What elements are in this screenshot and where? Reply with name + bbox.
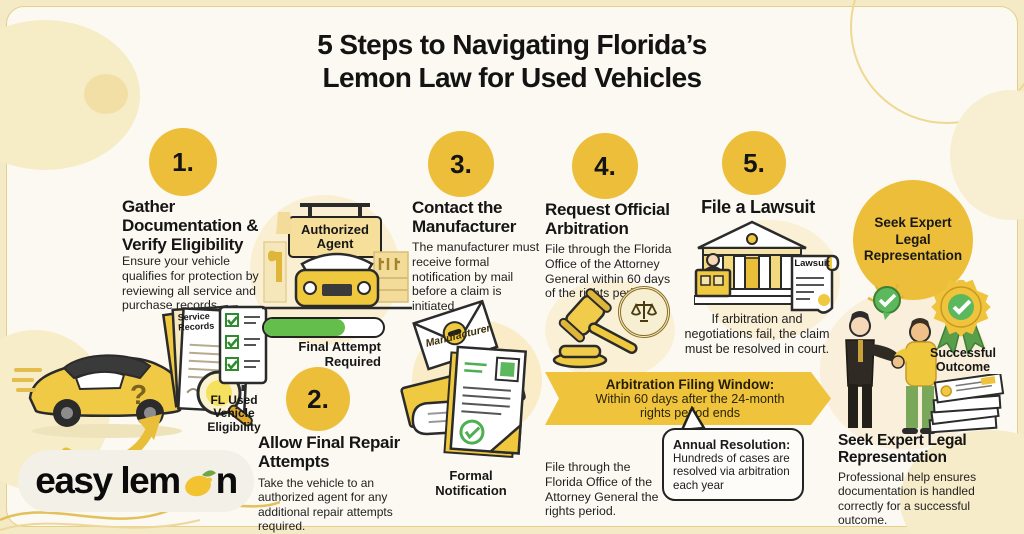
banner-title: Arbitration Filing Window: bbox=[605, 376, 775, 392]
step-2-number-label: 2. bbox=[307, 383, 329, 414]
svg-text:?: ? bbox=[130, 379, 147, 410]
arbitration-seal-icon bbox=[618, 286, 670, 338]
title-line-1: 5 Steps to Navigating Florida’s bbox=[317, 29, 707, 60]
final-attempt-progress-bar bbox=[262, 317, 385, 338]
step-5-heading: File a Lawsuit bbox=[701, 197, 815, 217]
eligibility-checklist-icon bbox=[218, 305, 268, 391]
step-1-body: Ensure your vehicle qualifies for protec… bbox=[122, 254, 259, 313]
step-3-heading: Contact the Manufacturer bbox=[412, 198, 517, 237]
step-4-number: 4. bbox=[572, 133, 638, 199]
progress-fill bbox=[264, 319, 345, 336]
step-2-body: Take the vehicle to an authorized agent … bbox=[258, 476, 393, 534]
easy-lemon-logo: easy lem n bbox=[18, 450, 254, 512]
gavel-icon bbox=[552, 288, 638, 369]
authorized-agent-sign: Authorized Agent bbox=[288, 216, 382, 258]
seek-expert-circle: Seek Expert Legal Representation bbox=[853, 180, 973, 300]
step-3-number-label: 3. bbox=[450, 148, 472, 179]
step-5-body: If arbitration and negotiations fail, th… bbox=[684, 312, 830, 357]
scales-icon bbox=[630, 301, 658, 322]
courthouse-icon bbox=[694, 220, 812, 305]
expert-heading: Seek Expert Legal Representation bbox=[838, 432, 967, 467]
sign-posts bbox=[300, 203, 370, 219]
step-1-heading: Gather Documentation & Verify Eligibilit… bbox=[122, 197, 259, 255]
expert-body: Professional help ensures documentation … bbox=[838, 470, 977, 528]
step-3-body: The manufacturer must receive formal not… bbox=[412, 240, 540, 313]
step-5-number: 5. bbox=[722, 131, 786, 195]
step-3-number: 3. bbox=[428, 131, 494, 197]
lawsuit-label: Lawsuit bbox=[794, 258, 830, 269]
handshake-icon bbox=[845, 284, 937, 434]
arbitration-filing-window-banner: Arbitration Filing Window: Within 60 day… bbox=[545, 372, 831, 425]
bubble-body: Hundreds of cases are resolved via arbit… bbox=[673, 452, 790, 492]
logo-text-right: n bbox=[215, 460, 239, 501]
lemon-icon bbox=[184, 470, 216, 497]
bubble-title: Annual Resolution: bbox=[673, 437, 791, 452]
final-attempt-required-label: Final Attempt Required bbox=[298, 339, 381, 369]
garage-scene-icon bbox=[262, 212, 412, 310]
lawsuit-scroll-icon bbox=[790, 254, 840, 314]
fl-used-vehicle-eligibility-label: FL Used Vehicle Eligibility bbox=[207, 393, 261, 434]
decorative-wave bbox=[0, 500, 280, 531]
check-bubble bbox=[867, 284, 905, 320]
logo-text-left: easy lem bbox=[35, 460, 181, 501]
step-1-number-label: 1. bbox=[172, 146, 194, 177]
step-4-number-label: 4. bbox=[594, 150, 616, 181]
step-2-number: 2. bbox=[286, 367, 350, 431]
step-5-number-label: 5. bbox=[743, 147, 765, 178]
mail-notification-icon bbox=[400, 299, 528, 459]
successful-outcome-label: Successful Outcome bbox=[929, 346, 996, 375]
formal-notification-caption: Formal Notification bbox=[435, 468, 507, 498]
authorized-agent-label: Authorized Agent bbox=[301, 222, 369, 251]
seek-expert-circle-label: Seek Expert Legal Representation bbox=[863, 214, 963, 264]
page-title: 5 Steps to Navigating Florida’s Lemon La… bbox=[250, 28, 774, 94]
title-line-2: Lemon Law for Used Vehicles bbox=[322, 62, 702, 94]
step-4-footnote: File through the Florida Office of the A… bbox=[545, 460, 659, 519]
step-2-heading: Allow Final Repair Attempts bbox=[258, 433, 400, 472]
success-badge-icon bbox=[931, 280, 991, 356]
car-icon: ? bbox=[12, 354, 185, 438]
annual-resolution-bubble: Annual Resolution: Hundreds of cases are… bbox=[662, 428, 804, 502]
step-1-number: 1. bbox=[149, 128, 217, 196]
step-4-heading: Request Official Arbitration bbox=[545, 200, 670, 239]
document-stack-icon bbox=[928, 374, 1005, 434]
decorative-blob bbox=[84, 74, 128, 114]
